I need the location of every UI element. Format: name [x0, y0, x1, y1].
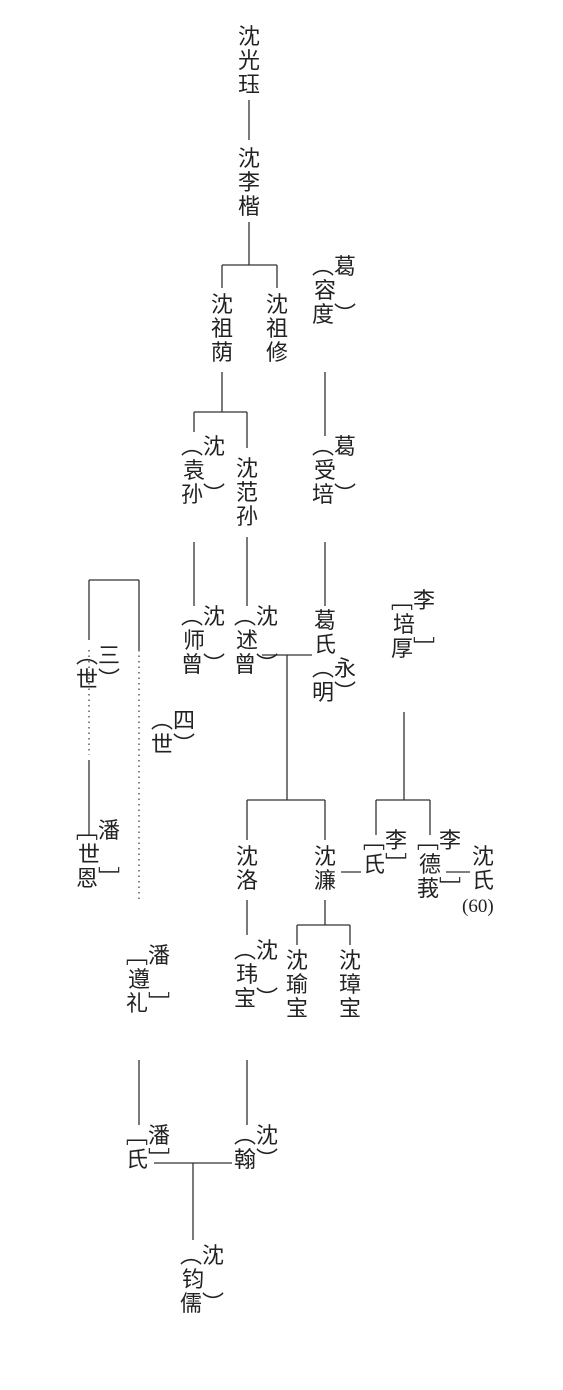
generation-label-four: ︵四世︶: [151, 709, 196, 758]
person-shen-lian: 沈濂: [313, 845, 336, 894]
person-ge-rongdu: ︵葛容度︶: [312, 255, 357, 328]
person-shen-shizeng: ︵沈师曾︶: [181, 605, 226, 678]
person-shen-junru: ︵沈钧儒︶: [180, 1244, 225, 1317]
age-annotation: (60): [462, 896, 494, 917]
person-shen-weibao: ︵沈玮宝︶: [234, 939, 279, 1012]
person-ge-shoupei: ︵葛受培︶: [312, 435, 357, 508]
generation-label-three: ︵三世︶: [76, 644, 121, 693]
person-shen-likai: 沈李楷: [237, 147, 260, 220]
person-li-dee: ﹇李德莪﹈: [417, 829, 462, 902]
person-pan-shien: ﹇潘世恩﹈: [76, 819, 121, 892]
person-shen-luo: 沈洛: [235, 845, 258, 894]
person-shen-fansun: 沈范孙: [235, 457, 258, 530]
person-li-shi: ﹇李氏﹈: [363, 829, 408, 878]
person-shen-shuzeng: ︵沈述曾︶: [234, 605, 279, 678]
person-shen-shi: 沈氏: [471, 845, 494, 894]
person-shen-zhangbao: 沈璋宝: [338, 949, 361, 1022]
person-shen-han: ︵沈翰︶: [234, 1124, 279, 1173]
person-shen-yuansun: ︵沈袁孙︶: [181, 435, 226, 508]
person-shen-zuyin: 沈祖荫: [210, 293, 233, 366]
person-shen-zuxiu: 沈祖修: [265, 293, 288, 366]
person-ge-shi: 葛氏︵永明︶: [312, 609, 357, 706]
person-pan-zunli: ﹇潘遵礼﹈: [126, 944, 171, 1017]
person-li-peihou: ﹇李培厚﹈: [391, 589, 436, 662]
person-pan-shi: ﹇潘氏﹈: [126, 1124, 171, 1173]
person-shen-yubao: 沈瑜宝: [285, 949, 308, 1022]
person-shen-guangjue: 沈光珏: [237, 25, 260, 98]
